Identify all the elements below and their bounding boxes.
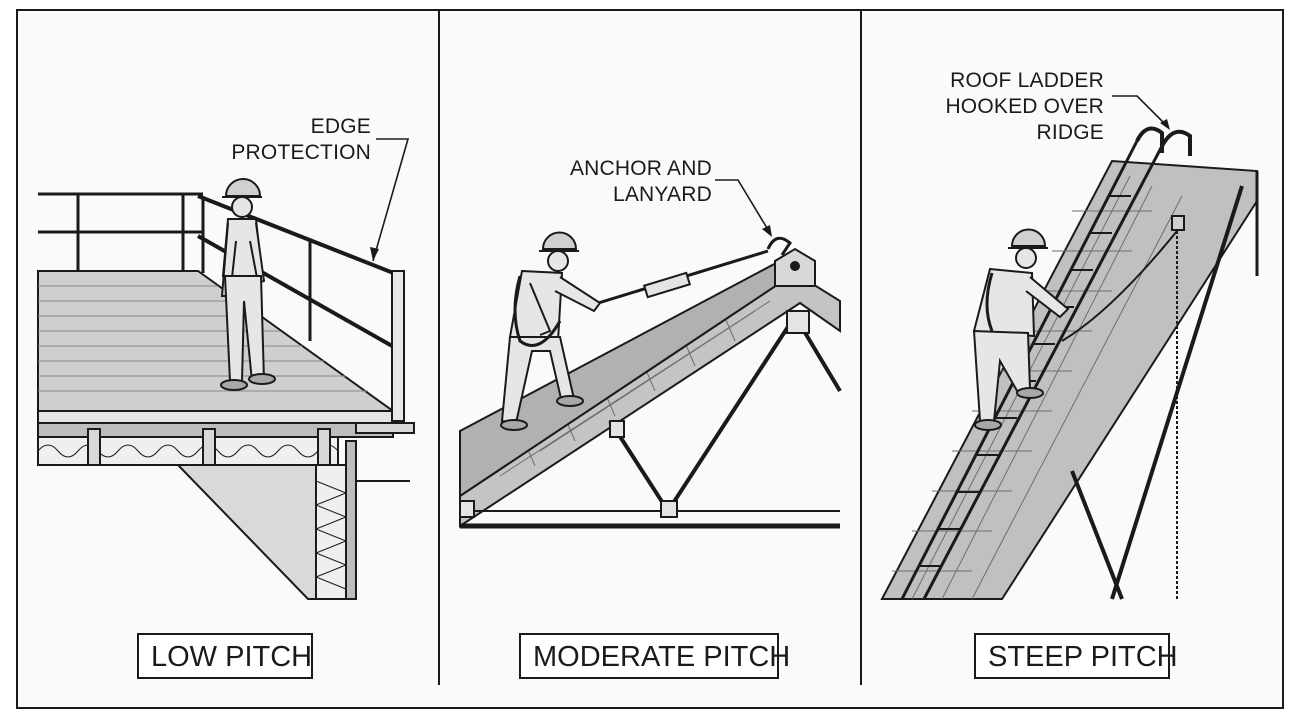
panel-title-steep-pitch: STEEP PITCH [974, 633, 1178, 679]
worker-standing [220, 178, 276, 391]
ladder-rungs [919, 195, 1131, 567]
callout-anchor-lanyard: ANCHOR AND LANYARD [569, 157, 712, 206]
panel-divider-2 [860, 9, 862, 685]
insulation-band [37, 436, 339, 466]
anchor-lanyard-leader [715, 179, 771, 234]
deck-surface [37, 270, 397, 412]
worker-climbing [500, 231, 602, 431]
roof-ladder-leader [1112, 95, 1168, 127]
steep-roof-surface [880, 159, 1258, 600]
worker-on-ladder [972, 228, 1070, 431]
panel-divider-1 [438, 9, 440, 685]
ladder-ridge-hook [1135, 126, 1164, 153]
edge-protection-leader [372, 138, 410, 262]
callout-edge-protection: EDGE PROTECTION [231, 115, 371, 164]
safety-harness [513, 275, 562, 347]
panel-title-low-pitch: LOW PITCH [137, 633, 313, 679]
panel-low-pitch: EDGE PROTECTION LOW PITCH [18, 11, 438, 707]
rail-post [391, 270, 405, 422]
panel-moderate-pitch: ANCHOR AND LANYARD MODERATE PITCH [440, 11, 860, 707]
deck-edge [37, 410, 394, 424]
callout-roof-ladder: ROOF LADDER HOOKED OVER RIDGE [945, 69, 1104, 144]
panel-steep-pitch: ROOF LADDER HOOKED OVER RIDGE STEEP PITC… [862, 11, 1282, 707]
moderate-pitch-illustration [459, 179, 842, 529]
low-pitch-illustration [37, 138, 415, 600]
panel-title-moderate-pitch: MODERATE PITCH [519, 633, 790, 679]
ladder-rail-right [922, 145, 1164, 600]
anchor-hook [766, 236, 792, 256]
steep-pitch-illustration [880, 95, 1259, 600]
wall-below [175, 464, 317, 600]
